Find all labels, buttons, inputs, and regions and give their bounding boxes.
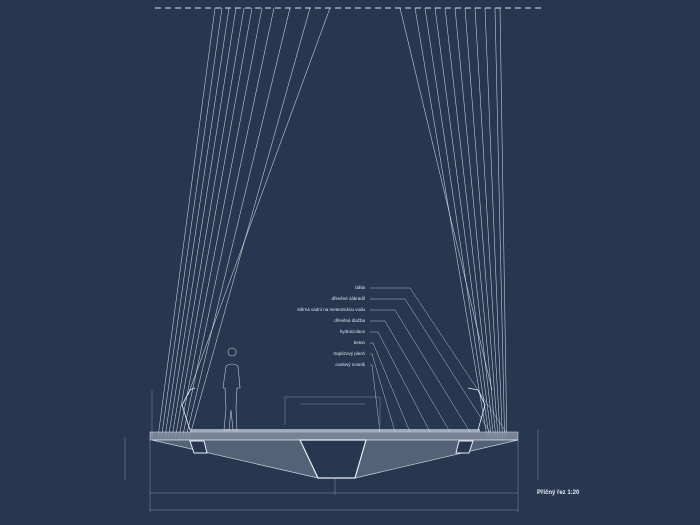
drawing-title: Příčný řez 1:20: [537, 490, 580, 496]
label-zabradli: dřevěné zábradlí: [331, 296, 365, 301]
cable-right: [444, 7, 494, 438]
cable-right: [494, 7, 505, 438]
label-ocelovy-nosnik: ocelový nosník: [335, 362, 365, 367]
cable-right: [474, 7, 501, 438]
cable-left: [182, 7, 275, 438]
cable-right: [499, 7, 508, 438]
cable-right: [464, 7, 499, 438]
label-dlazba: dřevěná dlažba: [334, 318, 365, 323]
label-tahla: táhla: [355, 285, 365, 290]
railing-right: [467, 387, 486, 431]
label-hydroizolace: hydroizolace: [339, 329, 365, 334]
central-box-section: [299, 439, 367, 479]
cable-left: [161, 7, 223, 438]
timber-paving: [190, 429, 480, 432]
cable-right: [454, 7, 497, 438]
cable-left: [171, 7, 245, 438]
label-sterka: stěrná vadní na meteorickou vodu: [297, 307, 365, 312]
side-box-left: [189, 440, 208, 454]
leader-line: [370, 287, 507, 433]
leader-line: [370, 342, 411, 433]
cable-right: [424, 7, 490, 438]
cable-right: [434, 7, 492, 438]
cable-left-long: [187, 7, 331, 396]
leader-line: [370, 298, 491, 433]
cable-left: [168, 7, 237, 438]
person-silhouette: [222, 347, 241, 431]
cable-left: [178, 7, 263, 438]
cable-right-long: [399, 7, 493, 391]
cable-left: [157, 7, 216, 438]
leader-line: [370, 320, 451, 433]
leader-line: [370, 331, 431, 433]
cable-left: [164, 7, 230, 438]
cable-right: [414, 7, 488, 438]
leader-line: [370, 364, 381, 433]
cable-left: [175, 7, 253, 438]
label-beton: beton: [353, 340, 365, 345]
leader-line: [370, 309, 471, 433]
cable-left: [189, 7, 311, 438]
cable-left: [185, 7, 291, 438]
label-trapezovy-plech: trapézový plech: [333, 351, 365, 356]
cable-right: [484, 7, 503, 438]
leader-line: [370, 353, 396, 433]
deck-slab: [149, 431, 519, 441]
railing-left: [181, 387, 196, 431]
side-box-right: [455, 440, 474, 454]
